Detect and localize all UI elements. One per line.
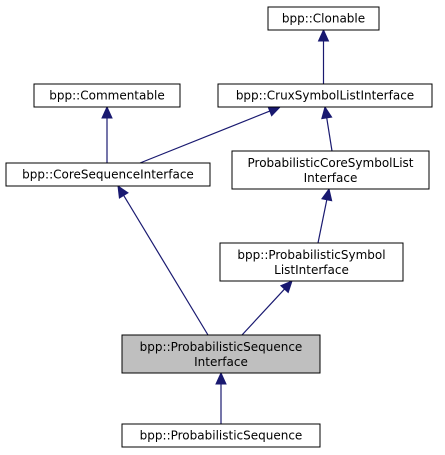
node-prob-core-label-line1: ProbabilisticCoreSymbolList	[248, 156, 414, 170]
arrowhead-prob_seq_iface-to-prob_symbol	[279, 280, 293, 294]
node-prob-seq-iface-label-line2: Interface	[194, 355, 248, 369]
node-probabilistic-symbol-list-interface[interactable]: bpp::ProbabilisticSymbol ListInterface	[219, 242, 404, 282]
arrowhead-prob_symbol-to-prob_core	[321, 187, 333, 202]
node-clonable-label: bpp::Clonable	[282, 12, 365, 26]
node-prob-symbol-box	[219, 242, 404, 282]
node-prob-core-label-line2: Interface	[304, 171, 358, 185]
arrowhead-core_seq-to-crux	[267, 105, 282, 117]
edge-core_seq-to-crux	[139, 110, 271, 164]
node-core-seq-label: bpp::CoreSequenceInterface	[22, 168, 194, 182]
node-crux-symbol-list-interface[interactable]: bpp::CruxSymbolListInterface	[217, 83, 433, 108]
edge-prob_core-to-crux	[326, 117, 333, 152]
edge-prob_seq_iface-to-core_seq	[123, 195, 209, 336]
arrowhead-prob_core-to-crux	[321, 105, 333, 120]
node-prob-seq-iface-label-line1: bpp::ProbabilisticSequence	[140, 340, 303, 354]
node-commentable-label: bpp::Commentable	[49, 89, 164, 103]
node-prob-core-box	[231, 150, 430, 190]
arrowhead-core_seq-to-commentable	[101, 105, 113, 119]
node-clonable-box	[267, 6, 380, 31]
node-crux-box	[217, 83, 433, 108]
node-prob-seq-label: bpp::ProbabilisticSequence	[140, 429, 303, 443]
edges-layer	[101, 28, 333, 424]
arrowhead-prob_seq_iface-to-core_seq	[117, 184, 129, 199]
node-probabilistic-core-symbol-list-interface[interactable]: ProbabilisticCoreSymbolList Interface	[231, 150, 430, 190]
node-probabilistic-sequence[interactable]: bpp::ProbabilisticSequence	[121, 423, 321, 448]
node-core-seq-box	[5, 162, 211, 187]
edge-prob_symbol-to-prob_core	[317, 199, 328, 244]
node-core-sequence-interface[interactable]: bpp::CoreSequenceInterface	[5, 162, 211, 187]
node-commentable-box	[33, 83, 181, 108]
node-clonable[interactable]: bpp::Clonable	[267, 6, 380, 31]
node-probabilistic-sequence-interface[interactable]: bpp::ProbabilisticSequence Interface	[121, 334, 321, 374]
node-prob-symbol-label-line2: ListInterface	[274, 263, 349, 277]
node-commentable[interactable]: bpp::Commentable	[33, 83, 181, 108]
edge-prob_seq_iface-to-prob_symbol	[241, 288, 285, 336]
arrowhead-crux-to-clonable	[317, 28, 330, 42]
node-crux-label: bpp::CruxSymbolListInterface	[236, 89, 414, 103]
node-prob-symbol-label-line1: bpp::ProbabilisticSymbol	[237, 248, 385, 262]
node-prob-seq-box	[121, 423, 321, 448]
node-prob-seq-iface-box	[121, 334, 321, 374]
arrowhead-prob_seq-to-prob_seq_iface	[215, 371, 227, 385]
